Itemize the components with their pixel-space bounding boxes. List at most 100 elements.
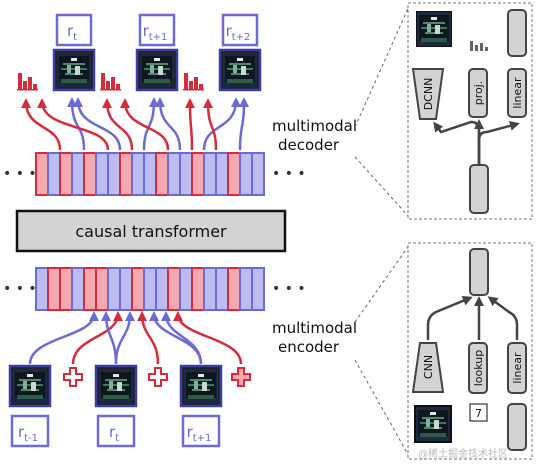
encoder-arrow [114, 311, 135, 365]
decoder-token [119, 152, 133, 196]
top-reward-box-sub: t [73, 32, 77, 43]
decoder-linear-label: linear [511, 77, 524, 109]
decoder-arrow [185, 98, 196, 151]
encoder-token [95, 267, 109, 311]
decoder-output-arrows [21, 97, 249, 151]
cnn-label: CNN [422, 355, 435, 379]
action-cross-icons [63, 367, 251, 387]
dcnn-label: DCNN [422, 78, 435, 111]
encoder-arrow [149, 311, 203, 365]
encoder-linear-box [507, 342, 527, 394]
encoder-arrow [161, 311, 203, 365]
cnn-box [411, 342, 445, 393]
top-bar-icon [100, 73, 121, 91]
action-cross-icon [148, 367, 168, 387]
encoder-linear-label: linear [511, 352, 524, 384]
bottom-reward-box-base: r [109, 423, 116, 441]
decoder-linear-output-box [507, 9, 527, 57]
encoder-token [167, 267, 181, 311]
decoder-arrow [203, 98, 218, 151]
encoder-token [119, 267, 133, 311]
decoder-arrow [37, 98, 110, 151]
decoder-token [167, 152, 181, 196]
top-frame [52, 48, 96, 92]
bottom-left-ellipsis: • • • [3, 281, 37, 297]
decoder-token [143, 152, 157, 196]
bottom-frame [8, 364, 52, 408]
encoder-token [215, 267, 229, 311]
decoder-token [59, 152, 73, 196]
encoder-token-strip [35, 267, 265, 311]
decoder-label-line2: decoder [278, 136, 340, 154]
bottom-frame [179, 364, 223, 408]
decoder-token [179, 152, 193, 196]
encoder-panel: CNN lookup linear 7 [407, 242, 533, 460]
top-bar-icon [17, 73, 38, 91]
encoder-frame-input [414, 405, 452, 443]
encoder-arrow [101, 311, 118, 365]
top-reward-box-label: rt [67, 22, 77, 43]
decoder-arrow [73, 97, 122, 151]
encoder-label-line1: multimodal [272, 319, 357, 337]
decoder-token [155, 152, 169, 196]
top-reward-box-label: rt+1 [143, 22, 168, 43]
top-reward-box-base: r [67, 22, 74, 40]
top-right-ellipsis: • • • [272, 166, 306, 182]
encoder-token [251, 267, 265, 311]
causal-transformer-label: causal transformer [75, 222, 227, 241]
decoder-token [239, 152, 253, 196]
decoder-token [227, 152, 241, 196]
causal-transformer-box [15, 209, 287, 253]
decoder-arrow [202, 97, 241, 151]
top-frame [135, 48, 179, 92]
encoder-output-token [469, 248, 489, 296]
proj-box [468, 68, 488, 118]
top-reward-box-base: r [226, 22, 233, 40]
lookup-label: lookup [472, 350, 485, 387]
top-reward-box: rt [55, 13, 93, 47]
decoder-label-line1: multimodal [272, 117, 357, 135]
encoder-token [239, 267, 253, 311]
top-reward-box: rt+1 [138, 13, 176, 47]
zoom-lines [354, 3, 411, 459]
encoder-linear-input-box [507, 403, 527, 451]
top-reward-box-label: rt+2 [226, 22, 251, 43]
lookup-value-box [469, 403, 488, 422]
encoder-token [83, 267, 97, 311]
decoder-token [107, 152, 121, 196]
dcnn-box [411, 68, 445, 120]
decoder-arrow [120, 98, 170, 151]
decoder-token [35, 152, 49, 196]
decoder-token [95, 152, 109, 196]
decoder-input-token [469, 164, 489, 214]
bottom-frame [94, 364, 138, 408]
top-frame [218, 48, 262, 92]
bottom-reward-box-base: r [18, 423, 25, 441]
decoder-arrow [21, 98, 62, 151]
encoder-token [59, 267, 73, 311]
encoder-token [203, 267, 217, 311]
decoder-token [83, 152, 97, 196]
decoder-token [131, 152, 145, 196]
encoder-token [107, 267, 121, 311]
watermark: @稀土掘金技术社区 [418, 447, 508, 460]
proj-label: proj. [472, 81, 485, 106]
action-cross-icon [63, 367, 83, 387]
decoder-token [215, 152, 229, 196]
top-left-ellipsis: • • • [3, 166, 37, 182]
bottom-reward-box-sub: t [115, 433, 119, 444]
decoder-token [251, 152, 265, 196]
top-reward-box-sub: t+2 [232, 32, 251, 43]
encoder-token [71, 267, 85, 311]
encoder-token [155, 267, 169, 311]
decoder-arrow [102, 98, 134, 151]
bottom-reward-box: rt-1 [10, 414, 50, 448]
bottom-reward-box: rt [96, 414, 136, 448]
decoder-bar-icon [470, 41, 488, 51]
decoder-token [191, 152, 205, 196]
bottom-reward-box-sub: t+1 [193, 433, 212, 444]
lookup-box [468, 342, 488, 394]
decoder-panel: DCNN proj. linear [407, 2, 533, 220]
